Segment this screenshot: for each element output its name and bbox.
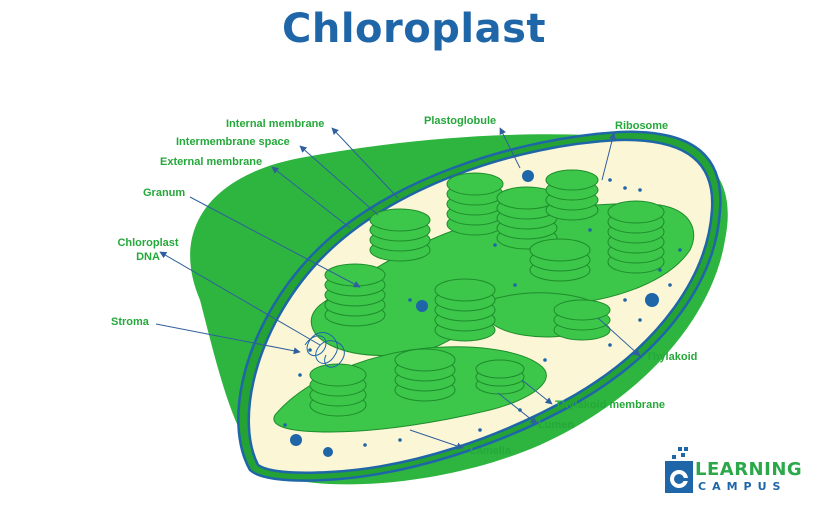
label-external-membrane: External membrane [160, 156, 263, 168]
pointer-lines [155, 127, 641, 450]
logo-text-campus: CAMPUS [698, 480, 787, 493]
logo-text-learning: LEARNING [695, 459, 803, 480]
label-chloroplast-dna-line2: DNA [136, 251, 160, 263]
label-thylakoid-membrane: Thylakoid membrane [555, 399, 666, 411]
elearning-campus-logo: LEARNING CAMPUS [662, 447, 812, 497]
label-intermembrane-space: Intermembrane space [176, 136, 290, 148]
label-chloroplast-dna-line1: Chloroplast [117, 237, 179, 249]
label-lumen: Lumen [538, 419, 575, 431]
label-lamella: Lamella [470, 445, 511, 457]
label-stroma: Stroma [111, 316, 149, 328]
label-granum: Granum [143, 187, 186, 199]
label-thylakoid: Thylakoid [646, 351, 698, 363]
page-title: Chloroplast [282, 6, 546, 52]
label-plastoglobule: Plastoglobule [424, 115, 497, 127]
label-ribosome: Ribosome [615, 120, 669, 132]
plastoglobules [290, 170, 659, 457]
label-chloroplast-dna: Chloroplast DNA [112, 236, 184, 264]
logo-mark-icon [665, 447, 693, 493]
chloroplast-dna [304, 332, 345, 368]
label-internal-membrane: Internal membrane [226, 118, 325, 130]
grana [309, 169, 665, 417]
